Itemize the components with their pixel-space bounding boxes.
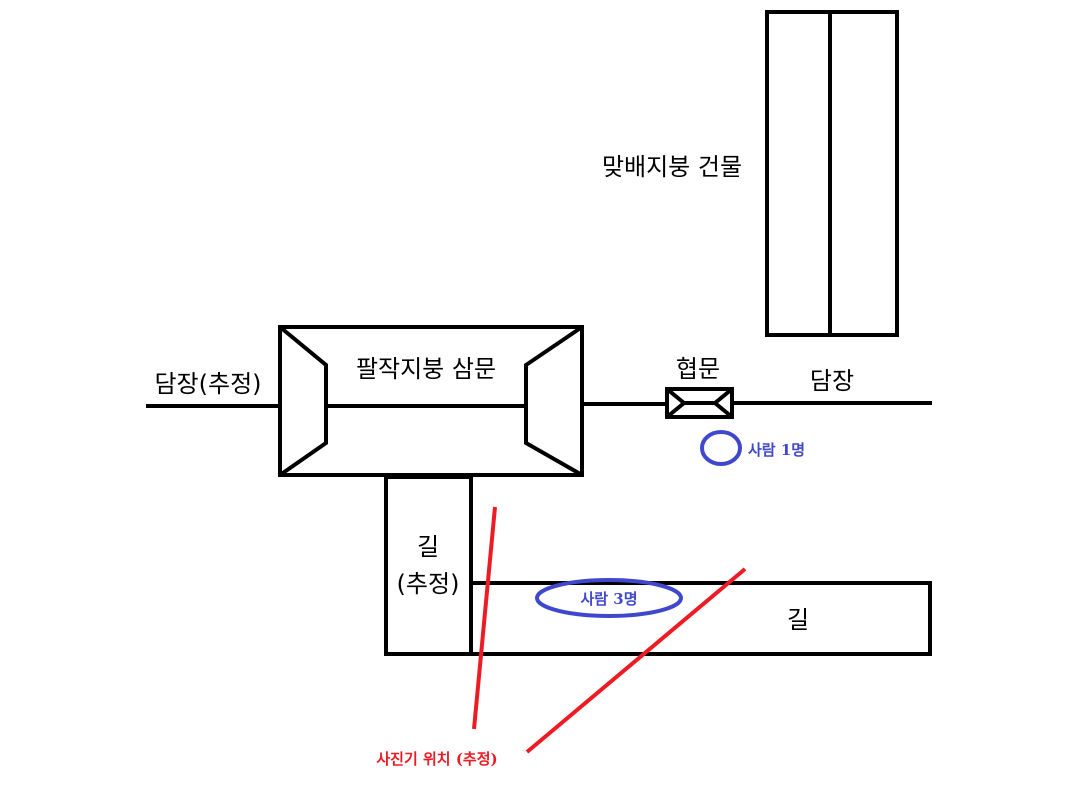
camera-view-line-right (525, 567, 747, 754)
wall-left-label: 담장(추정) (154, 370, 261, 398)
person-three-marker (535, 578, 683, 618)
path-vertical-label-line1: 길 (417, 533, 439, 561)
path-horizontal (471, 581, 932, 656)
person-three-label: 사람 3명 (580, 590, 637, 608)
main-gate-label: 팔작지붕 삼문 (356, 355, 496, 383)
person-one-marker (700, 430, 742, 466)
wall-right-label: 담장 (810, 367, 854, 395)
camera-view-line-left (472, 506, 497, 730)
side-gate-label: 협문 (676, 355, 720, 383)
main-gate (278, 325, 584, 477)
camera-position-label: 사진기 위치 (추정) (376, 750, 497, 768)
person-one-label: 사람 1명 (748, 441, 805, 459)
side-gate (665, 387, 734, 419)
side-gate-outline (665, 387, 734, 419)
gable-building-label: 맞배지붕 건물 (602, 153, 742, 181)
path-vertical-label-line2: (추정) (397, 570, 460, 598)
path-horizontal-label: 길 (787, 606, 809, 634)
gable-building (765, 10, 899, 337)
path-vertical (384, 475, 473, 656)
